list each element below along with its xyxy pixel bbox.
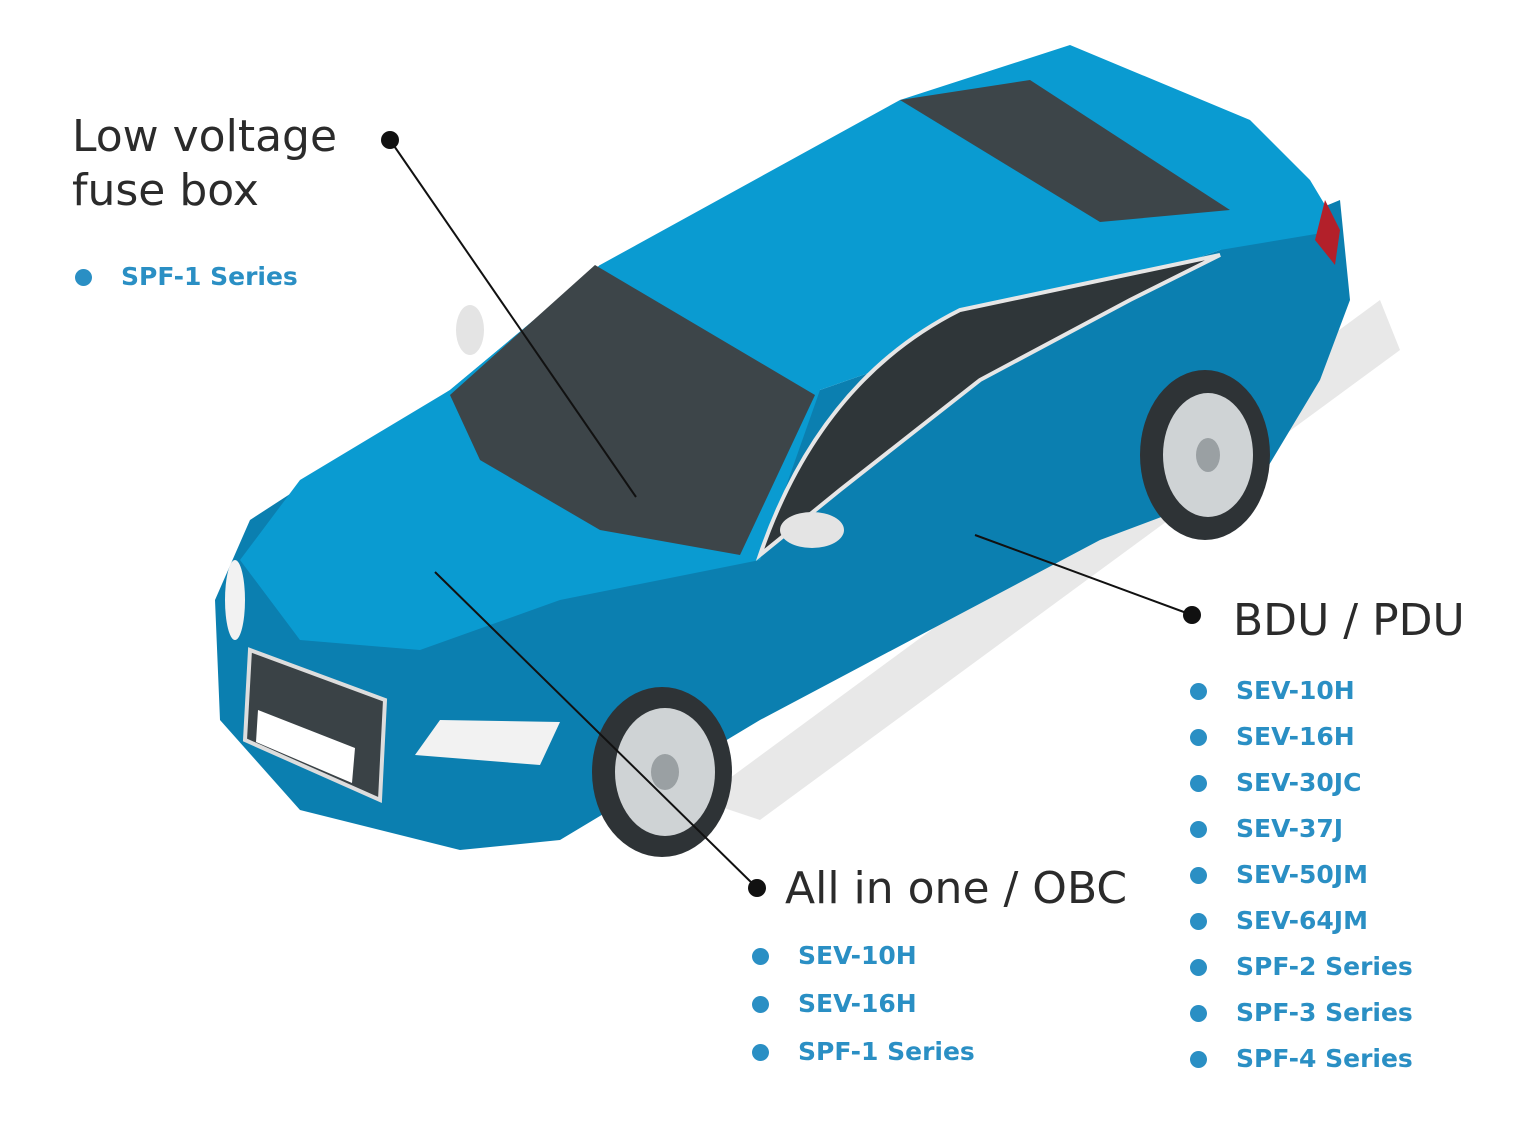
list-item[interactable]: SEV-10H [1190,676,1413,722]
rear-wheel [1140,370,1270,540]
bullet-icon [1190,729,1207,746]
rear-window [900,80,1230,222]
list-item[interactable]: SPF-1 Series [75,262,298,308]
callout-title-fuse-box: Low voltage fuse box [72,110,337,218]
fuse-box-product-list: SPF-1 Series [75,262,298,308]
bullet-icon [1190,959,1207,976]
bullet-icon [1190,683,1207,700]
callout-title-all-in-one-obc: All in one / OBC [785,863,1128,914]
bullet-icon [752,1044,769,1061]
bullet-icon [1190,867,1207,884]
list-item[interactable]: SPF-3 Series [1190,998,1413,1044]
headlight-left [225,560,245,640]
list-item[interactable]: SEV-64JM [1190,906,1413,952]
bdu-product-list: SEV-10H SEV-16H SEV-30JC SEV-37J SEV-50J… [1190,676,1413,1090]
bullet-icon [1190,1051,1207,1068]
headlight [415,720,560,765]
side-windows [755,253,1221,561]
list-item[interactable]: SEV-16H [752,989,975,1037]
bullet-icon [1190,775,1207,792]
list-item[interactable]: SEV-16H [1190,722,1413,768]
bullet-icon [75,269,92,286]
bullet-icon [1190,821,1207,838]
callout-dot-obc [748,879,766,897]
bullet-icon [1190,1005,1207,1022]
list-item[interactable]: SPF-1 Series [752,1037,975,1085]
list-item[interactable]: SEV-10H [752,941,975,989]
bullet-icon [752,996,769,1013]
list-item[interactable]: SEV-50JM [1190,860,1413,906]
title-line: Low voltage [72,111,338,162]
front-wheel [592,687,732,857]
bullet-icon [752,948,769,965]
windshield [450,265,815,555]
bullet-icon [1190,913,1207,930]
callout-line-bdu [974,534,1193,616]
title-line: fuse box [72,165,259,216]
list-item[interactable]: SPF-2 Series [1190,952,1413,998]
license-plate [256,710,355,783]
callout-dot-fuse-box [381,131,399,149]
callout-line-fuse-box [389,139,637,498]
list-item[interactable]: SEV-37J [1190,814,1413,860]
side-mirror-left [456,305,484,355]
obc-product-list: SEV-10H SEV-16H SPF-1 Series [752,941,975,1085]
list-item[interactable]: SPF-4 Series [1190,1044,1413,1090]
taillight [1315,200,1340,265]
side-mirror [780,512,844,548]
callout-title-bdu-pdu: BDU / PDU [1233,595,1465,646]
callout-line-obc [434,571,758,889]
callout-dot-bdu [1183,606,1201,624]
list-item[interactable]: SEV-30JC [1190,768,1413,814]
